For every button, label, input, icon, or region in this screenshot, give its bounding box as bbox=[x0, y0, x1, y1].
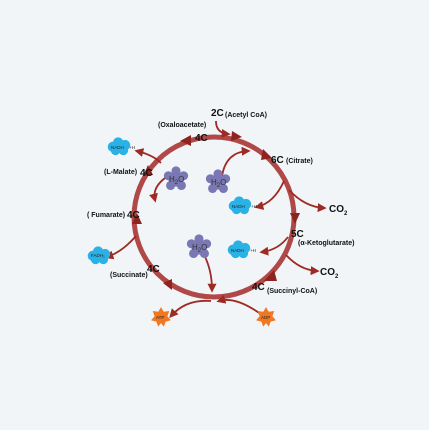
arrowhead-ketoglutarate bbox=[290, 213, 300, 224]
atp-star: ATP bbox=[151, 307, 171, 327]
ketoglutarate-num: 5C bbox=[291, 229, 304, 240]
svg-text:+H: +H bbox=[251, 204, 257, 209]
fumarate-label: ( Fumarate) bbox=[87, 212, 125, 219]
svg-text:H2O: H2O bbox=[211, 178, 226, 189]
succinate-num: 4C bbox=[147, 264, 160, 275]
succinate-label: (Succinate) bbox=[110, 272, 148, 279]
adp-star: ADP bbox=[256, 307, 276, 327]
svg-text:ATP: ATP bbox=[156, 315, 164, 320]
svg-text:NADH: NADH bbox=[231, 248, 244, 253]
arrow-h2o-to-malate bbox=[149, 177, 166, 203]
arrow-co2-1 bbox=[288, 189, 327, 213]
arrow-fadh2 bbox=[104, 235, 137, 260]
acetyl-num: 2C bbox=[211, 108, 224, 119]
arrow-adp-in bbox=[216, 294, 263, 316]
svg-text:FADH₂: FADH₂ bbox=[91, 253, 105, 258]
arrowhead-malate bbox=[143, 165, 153, 176]
h2o-blob-3: H2O bbox=[186, 234, 212, 259]
svg-text:ADP: ADP bbox=[261, 315, 270, 320]
arrow-co2-2 bbox=[285, 254, 320, 276]
oxaloacetate-label: (Oxaloacetate) bbox=[158, 122, 206, 129]
malate-label: (L-Malate) bbox=[104, 169, 137, 176]
malate-num: 4C bbox=[140, 168, 153, 179]
arrowhead-fumarate bbox=[132, 213, 142, 224]
oxaloacetate-num: 4C bbox=[195, 133, 208, 144]
arrowhead-succinate bbox=[163, 279, 172, 290]
svg-text:+H: +H bbox=[129, 145, 135, 150]
arrow-nadh-1 bbox=[254, 180, 285, 210]
citrate-num: 6C bbox=[271, 155, 284, 166]
ketoglutarate-label: (α-Ketoglutarate) bbox=[298, 240, 354, 247]
side-arrows bbox=[104, 120, 327, 319]
svg-text:H2O: H2O bbox=[169, 175, 184, 186]
h2o-blob-2: H2O bbox=[205, 169, 231, 194]
h2o-blob-1: H2O bbox=[163, 166, 189, 191]
succinyl-label: (Succinyl-CoA) bbox=[267, 288, 317, 295]
svg-text:+H: +H bbox=[250, 248, 256, 253]
arrowhead-citrate bbox=[261, 149, 272, 160]
co2-label-2: CO2 bbox=[320, 267, 339, 280]
citrate-label: (Citrate) bbox=[286, 158, 313, 165]
arrowhead-succinyl bbox=[264, 270, 277, 281]
svg-text:NADH: NADH bbox=[232, 204, 245, 209]
succinyl-num: 4C bbox=[252, 282, 265, 293]
svg-text:H2O: H2O bbox=[192, 243, 207, 254]
arrow-h2o-to-citrate bbox=[221, 146, 251, 177]
nadh-cloud-1: NADH +H bbox=[228, 196, 257, 215]
arrowhead-oxaloacetate bbox=[180, 135, 191, 146]
arrow-nadh-2 bbox=[259, 236, 289, 256]
co2-label-1: CO2 bbox=[329, 204, 348, 217]
nadh-cloud-2: NADH +H bbox=[227, 240, 256, 259]
arrowhead-acetyl bbox=[231, 131, 242, 141]
svg-text:NADH: NADH bbox=[111, 145, 124, 150]
fumarate-num: 4C bbox=[127, 210, 140, 221]
arrow-atp-out bbox=[169, 299, 212, 319]
arrow-acetyl-in bbox=[215, 120, 231, 138]
nadh-cloud-3: NADH +H bbox=[107, 137, 135, 156]
acetyl-label: (Acetyl CoA) bbox=[225, 112, 267, 119]
arrow-nadh-3 bbox=[134, 148, 162, 164]
fadh2-cloud: FADH₂ bbox=[87, 246, 111, 265]
ring-arrowheads bbox=[132, 131, 300, 290]
